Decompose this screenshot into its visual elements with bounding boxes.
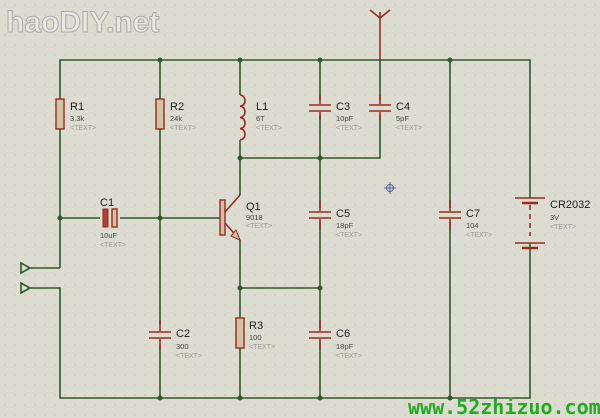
component-label: R3: [249, 320, 263, 332]
crosshair-cursor-icon: [384, 182, 396, 194]
component-label: CR2032: [550, 199, 590, 211]
component-label: 9018: [246, 213, 263, 222]
capacitor-c4[interactable]: C4 5pF <TEXT>: [369, 95, 422, 132]
component-label: 18pF: [336, 342, 354, 351]
component-label: 10pF: [336, 114, 354, 123]
component-label: 300: [176, 342, 189, 351]
component-label: 5pF: [396, 114, 409, 123]
component-label: L1: [256, 101, 268, 113]
component-label: C5: [336, 208, 350, 220]
component-label: 104: [466, 221, 479, 230]
component-label: <TEXT>: [396, 125, 422, 132]
junction-dots: [57, 57, 453, 401]
resistor-r1[interactable]: R1 3.3k <TEXT>: [55, 98, 96, 132]
antenna-icon[interactable]: [369, 9, 391, 60]
component-label: 24k: [170, 114, 182, 123]
component-label: <TEXT>: [170, 125, 196, 132]
component-label: C1: [100, 197, 114, 209]
component-label: R1: [70, 101, 84, 113]
capacitor-c2[interactable]: C2 300 <TEXT>: [149, 320, 202, 360]
component-label: <TEXT>: [246, 223, 272, 230]
component-label: C6: [336, 328, 350, 340]
component-label: <TEXT>: [336, 232, 362, 239]
resistor-r2[interactable]: R2 24k <TEXT>: [155, 98, 196, 132]
component-label: R2: [170, 101, 184, 113]
battery-cr2032[interactable]: CR2032 3V <TEXT>: [515, 197, 590, 250]
component-label: <TEXT>: [100, 242, 126, 249]
input-terminal-1[interactable]: [20, 261, 32, 275]
component-label: <TEXT>: [336, 125, 362, 132]
component-label: C7: [466, 208, 480, 220]
component-label: 100: [249, 333, 262, 342]
transistor-q1[interactable]: Q1 9018 <TEXT>: [219, 194, 272, 241]
component-label: Q1: [246, 201, 261, 213]
capacitor-c1[interactable]: C1 10uF <TEXT>: [100, 197, 126, 249]
component-label: 3V: [550, 213, 559, 222]
component-label: C4: [396, 101, 410, 113]
component-label: <TEXT>: [176, 353, 202, 360]
component-label: 10uF: [100, 231, 118, 240]
component-label: <TEXT>: [256, 125, 282, 132]
input-terminal-2[interactable]: [20, 281, 32, 295]
capacitor-c6[interactable]: C6 18pF <TEXT>: [309, 320, 362, 360]
capacitor-c3[interactable]: C3 10pF <TEXT>: [309, 95, 362, 132]
component-label: C3: [336, 101, 350, 113]
capacitor-c5[interactable]: C5 18pF <TEXT>: [309, 200, 362, 239]
resistor-r3[interactable]: R3 100 <TEXT>: [235, 317, 275, 351]
component-label: <TEXT>: [466, 232, 492, 239]
inductor-l1[interactable]: L1 6T <TEXT>: [239, 94, 282, 141]
component-label: 18pF: [336, 221, 354, 230]
component-label: 6T: [256, 114, 265, 123]
component-label: <TEXT>: [249, 344, 275, 351]
wires: [28, 59, 531, 399]
watermark-logo: haoDIY.net: [6, 6, 159, 39]
component-label: <TEXT>: [70, 125, 96, 132]
component-label: C2: [176, 328, 190, 340]
capacitor-c7[interactable]: C7 104 <TEXT>: [439, 200, 492, 239]
component-label: <TEXT>: [336, 353, 362, 360]
component-label: 3.3k: [70, 114, 84, 123]
component-label: <TEXT>: [550, 224, 576, 231]
watermark-site: www.52zhizuo.com: [408, 395, 600, 418]
